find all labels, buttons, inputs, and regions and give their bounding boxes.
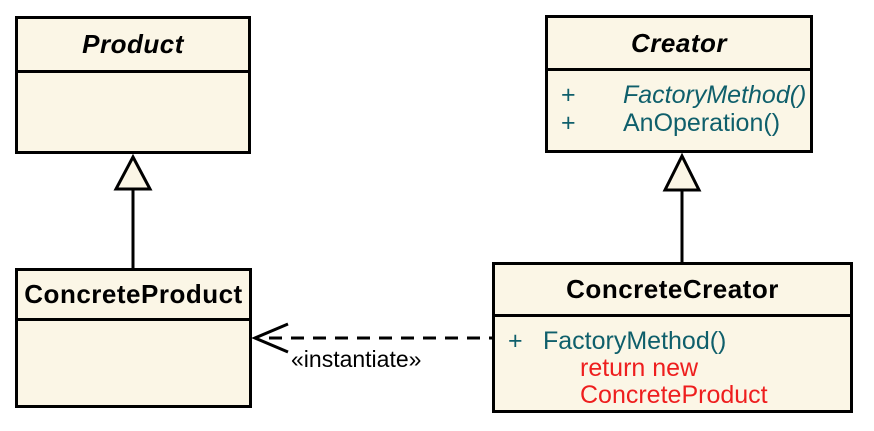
class-body-concrete-product bbox=[18, 321, 249, 405]
instantiate-edge-label: «instantiate» bbox=[291, 346, 422, 372]
operation-factorymethod: + FactoryMethod() bbox=[508, 327, 850, 355]
visibility-plus: + bbox=[508, 327, 523, 355]
operation-name: AnOperation() bbox=[623, 109, 781, 137]
generalization-arrowhead-creator-icon bbox=[662, 152, 702, 192]
class-body-concrete-creator: + FactoryMethod() return new ConcretePro… bbox=[495, 317, 850, 410]
operation-factorymethod-abstract: + FactoryMethod() bbox=[561, 81, 810, 109]
class-box-creator: Creator + FactoryMethod() + AnOperation(… bbox=[545, 15, 813, 153]
operation-name: FactoryMethod() bbox=[623, 81, 807, 109]
operation-anoperation: + AnOperation() bbox=[561, 109, 810, 137]
code-note-line-2: ConcreteProduct bbox=[580, 381, 768, 409]
class-body-creator: + FactoryMethod() + AnOperation() bbox=[548, 71, 810, 150]
class-box-concrete-product: ConcreteProduct bbox=[15, 268, 252, 408]
generalization-arrowhead-product-icon bbox=[113, 153, 153, 191]
visibility-plus: + bbox=[561, 81, 576, 109]
class-title-concrete-creator: ConcreteCreator bbox=[495, 265, 850, 317]
class-body-product bbox=[18, 73, 248, 151]
visibility-plus: + bbox=[561, 109, 576, 137]
class-title-product: Product bbox=[18, 19, 248, 73]
code-note-line-1: return new bbox=[580, 354, 699, 382]
class-box-product: Product bbox=[15, 16, 251, 154]
class-title-creator: Creator bbox=[548, 18, 810, 71]
class-title-concrete-product: ConcreteProduct bbox=[18, 271, 249, 321]
instantiate-open-arrowhead-icon bbox=[251, 322, 289, 354]
class-box-concrete-creator: ConcreteCreator + FactoryMethod() return… bbox=[492, 262, 853, 413]
operation-name: FactoryMethod() bbox=[543, 327, 727, 355]
